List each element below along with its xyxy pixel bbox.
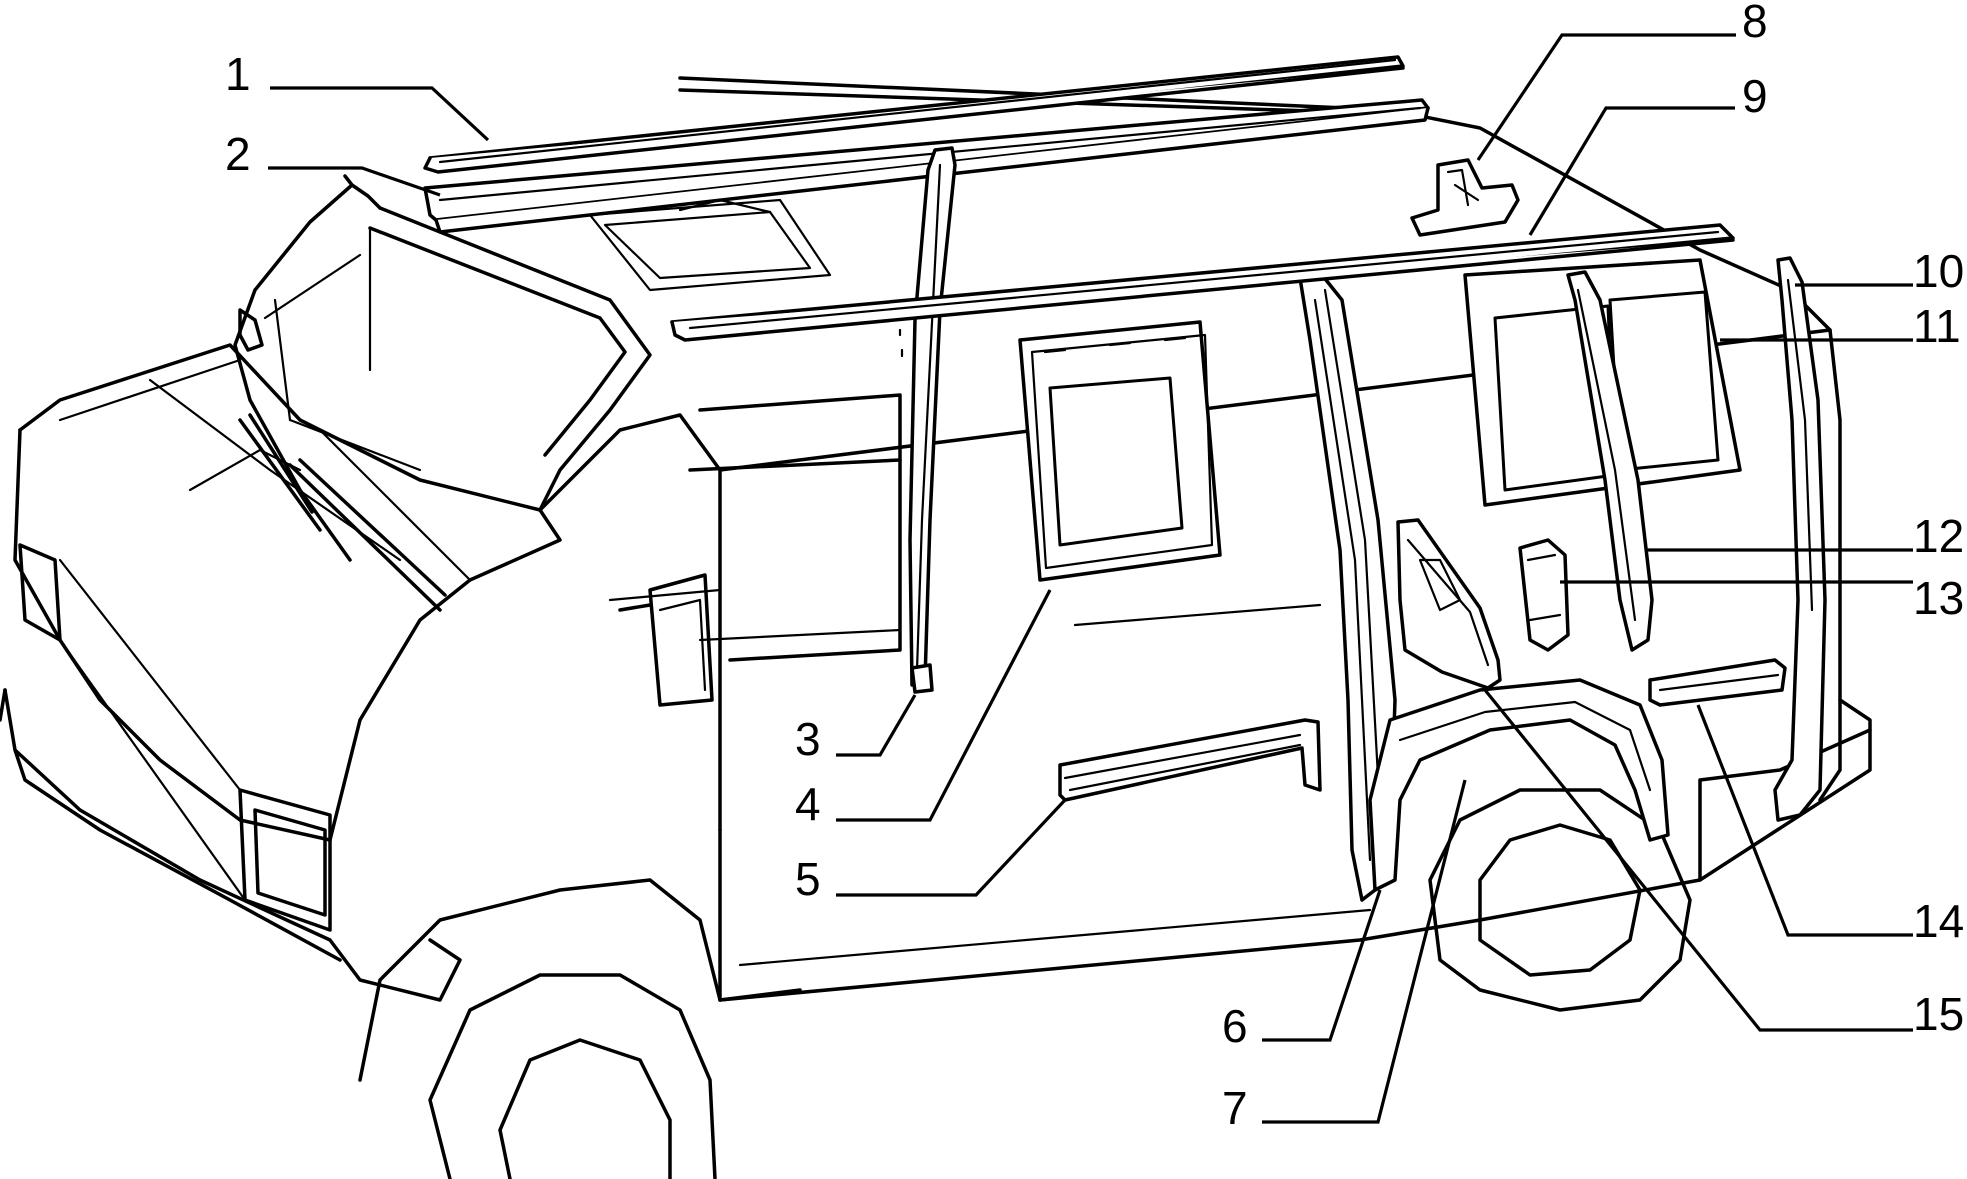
part-3-b-pillar xyxy=(898,146,957,694)
callout-2: 2 xyxy=(225,128,251,180)
leader-lines xyxy=(268,33,1913,1124)
callout-5: 5 xyxy=(795,853,821,905)
leader-6 xyxy=(1262,889,1382,1042)
part-9-cant-rail xyxy=(670,223,1735,342)
leader-15 xyxy=(1483,688,1913,1032)
leader-2 xyxy=(268,166,441,197)
leader-8 xyxy=(1476,33,1736,161)
part-15-wheelhouse-gusset xyxy=(1396,518,1502,690)
part-4-side-window-frame xyxy=(1018,320,1222,582)
leader-7 xyxy=(1262,779,1467,1124)
part-5-lower-side-member xyxy=(1058,718,1322,802)
callout-8: 8 xyxy=(1742,0,1768,47)
leader-3 xyxy=(836,694,917,757)
leader-14 xyxy=(1696,704,1913,937)
callout-4: 4 xyxy=(795,778,821,830)
callout-13: 13 xyxy=(1913,572,1964,624)
part-12-intermediate-pillar xyxy=(1566,270,1654,652)
callout-10: 10 xyxy=(1913,245,1964,297)
callout-12: 12 xyxy=(1913,510,1964,562)
callout-11: 11 xyxy=(1913,300,1961,352)
part-10-rear-corner-pillar xyxy=(1773,256,1827,822)
callout-labels: 1 2 3 4 5 6 7 8 9 10 11 12 13 14 15 xyxy=(225,0,1964,1134)
part-14-rear-lower-member xyxy=(1648,658,1787,707)
leader-5 xyxy=(836,798,1067,897)
van-body-outline xyxy=(0,76,1872,1179)
callout-3: 3 xyxy=(795,713,821,765)
part-7-wheel-arch xyxy=(1368,678,1670,892)
part-1-upper-roof-rail xyxy=(423,55,1405,174)
callout-14: 14 xyxy=(1913,895,1964,947)
callout-6: 6 xyxy=(1222,1000,1248,1052)
callout-9: 9 xyxy=(1742,70,1768,122)
leader-4 xyxy=(836,589,1052,822)
callout-7: 7 xyxy=(1222,1082,1248,1134)
part-8-small-bracket xyxy=(1410,158,1520,237)
leader-9 xyxy=(1528,106,1735,236)
part-13-small-panel xyxy=(1518,538,1570,652)
callout-15: 15 xyxy=(1913,988,1964,1040)
leader-1 xyxy=(270,86,490,142)
callout-1: 1 xyxy=(225,48,251,100)
